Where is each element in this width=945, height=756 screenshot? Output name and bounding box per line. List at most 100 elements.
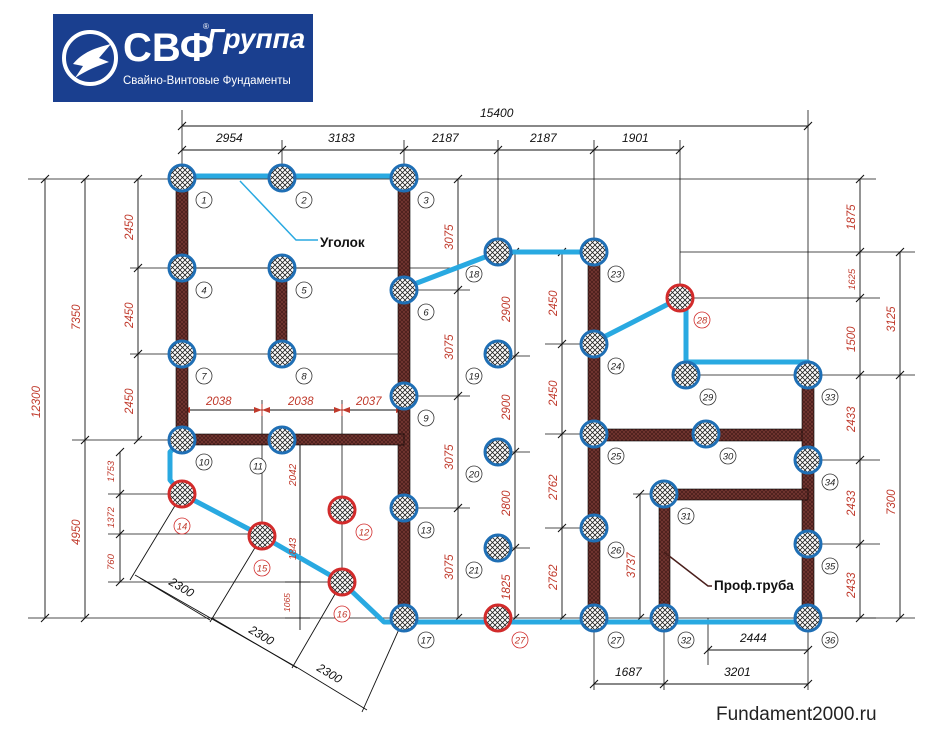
dim-colc-3: 3075	[444, 444, 456, 470]
pile-number-ring	[295, 281, 313, 299]
pile-number: 17	[421, 636, 432, 647]
pile-7: 7	[167, 339, 213, 385]
pile-number: 20	[468, 470, 480, 481]
pile-number-ring	[677, 631, 695, 649]
dim-top-3: 2187	[431, 131, 460, 145]
pile-number: 11	[253, 462, 263, 473]
pile-4: 4	[167, 253, 213, 299]
pile-circle	[167, 425, 197, 455]
pile-number-ring	[677, 507, 695, 525]
pile-number: 12	[359, 528, 370, 539]
dim-mid-1065: 1065	[282, 593, 292, 612]
pile-10: 10	[167, 425, 213, 471]
pile-number-ring	[173, 517, 191, 535]
pile-circle	[793, 529, 823, 559]
pile-number: 33	[825, 393, 836, 404]
pile-number: 16	[337, 610, 348, 621]
pile-number: 23	[610, 270, 622, 281]
pile-circle	[649, 479, 679, 509]
logo-brand-main: СВФ	[123, 26, 214, 70]
dim-cold-1: 2900	[501, 296, 513, 323]
dim-diag-2: 2300	[246, 622, 277, 648]
pile-number-ring	[253, 559, 271, 577]
dim-cold-4: 1825	[501, 574, 513, 600]
pile-number-ring	[195, 281, 213, 299]
pile-number-ring	[821, 388, 839, 406]
pile-circle	[167, 339, 197, 369]
red-guide-lines	[261, 404, 343, 416]
pile-circle	[267, 253, 297, 283]
pile-number: 32	[681, 636, 692, 647]
pile-number-ring	[693, 311, 711, 329]
pile-16: 16	[327, 567, 357, 623]
pile-number: 30	[723, 452, 734, 463]
dim-right-2433-c: 2433	[846, 572, 858, 599]
pile-13: 13	[389, 493, 435, 539]
dim-top-2: 3183	[328, 131, 355, 145]
pile-circle	[389, 381, 419, 411]
dim-right-1500: 1500	[846, 326, 858, 352]
ugolok-label: Уголок	[320, 235, 365, 250]
dim-inner-1: 2038	[205, 396, 232, 408]
pile-circle	[579, 513, 609, 543]
pile-15: 15	[247, 521, 277, 577]
pile-circle	[483, 339, 513, 369]
pile-circle	[247, 521, 277, 551]
pile-24: 24	[579, 329, 625, 375]
dim-left-4950: 4950	[71, 519, 83, 545]
pile-number: 25	[610, 452, 622, 463]
dim-top-1: 2954	[215, 131, 243, 145]
logo-subtitle: Свайно-Винтовые Фундаменты	[123, 75, 291, 87]
pile-number: 19	[469, 372, 480, 383]
logo-emblem-icon	[62, 30, 118, 86]
dimension-ticks	[40, 121, 905, 689]
pile-29: 29	[671, 360, 717, 406]
pile-circle	[389, 493, 419, 523]
dim-right-1875: 1875	[846, 204, 858, 230]
pile-14: 14	[167, 479, 197, 535]
pile-number: 21	[468, 566, 480, 577]
dim-colc-2: 3075	[444, 334, 456, 360]
pile-36: 36	[793, 603, 839, 649]
pile-circle	[483, 603, 513, 633]
pile-extra-27: 27	[579, 603, 625, 649]
pile-circle	[793, 360, 823, 390]
pile-number-ring	[607, 265, 625, 283]
pile-2: 2	[267, 163, 313, 209]
pile-number-ring	[465, 465, 483, 483]
pile-number: 13	[421, 526, 432, 537]
pile-number-ring	[607, 541, 625, 559]
dim-right-1625: 1625	[847, 268, 858, 290]
pile-number-ring	[417, 303, 435, 321]
dim-left-1753: 1753	[106, 460, 117, 482]
pile-number-ring	[821, 631, 839, 649]
dim-diag-3: 2300	[314, 660, 345, 686]
dim-top-total: 15400	[480, 106, 514, 120]
pile-number-ring	[417, 521, 435, 539]
dim-top-5: 1901	[622, 131, 649, 145]
pile-circle	[167, 163, 197, 193]
pile-circle	[579, 419, 609, 449]
pile-number: 5	[301, 286, 307, 297]
pile-1: 1	[167, 163, 213, 209]
pile-circle	[267, 339, 297, 369]
pile-number-ring	[719, 447, 737, 465]
website-url: Fundament2000.ru	[716, 704, 877, 725]
construction-lines	[28, 110, 915, 690]
pile-number-ring	[355, 523, 373, 541]
pile-number-ring	[465, 265, 483, 283]
pile-circle	[649, 603, 679, 633]
pile-extra-27: 27	[483, 603, 529, 649]
dim-bottom-3201: 3201	[724, 665, 751, 679]
proftruba-leader	[663, 551, 712, 587]
dimension-lines	[44, 125, 901, 713]
dim-cole-3: 2762	[548, 474, 560, 501]
pile-circle	[483, 237, 513, 267]
dim-inner-3: 2037	[355, 396, 382, 408]
logo-registered-mark: ®	[203, 22, 209, 31]
pile-number-ring	[333, 605, 351, 623]
pile-number: 15	[257, 564, 268, 575]
dim-bottom-1687: 1687	[615, 665, 643, 679]
pile-21: 21	[465, 533, 513, 579]
pile-31: 31	[649, 479, 695, 525]
